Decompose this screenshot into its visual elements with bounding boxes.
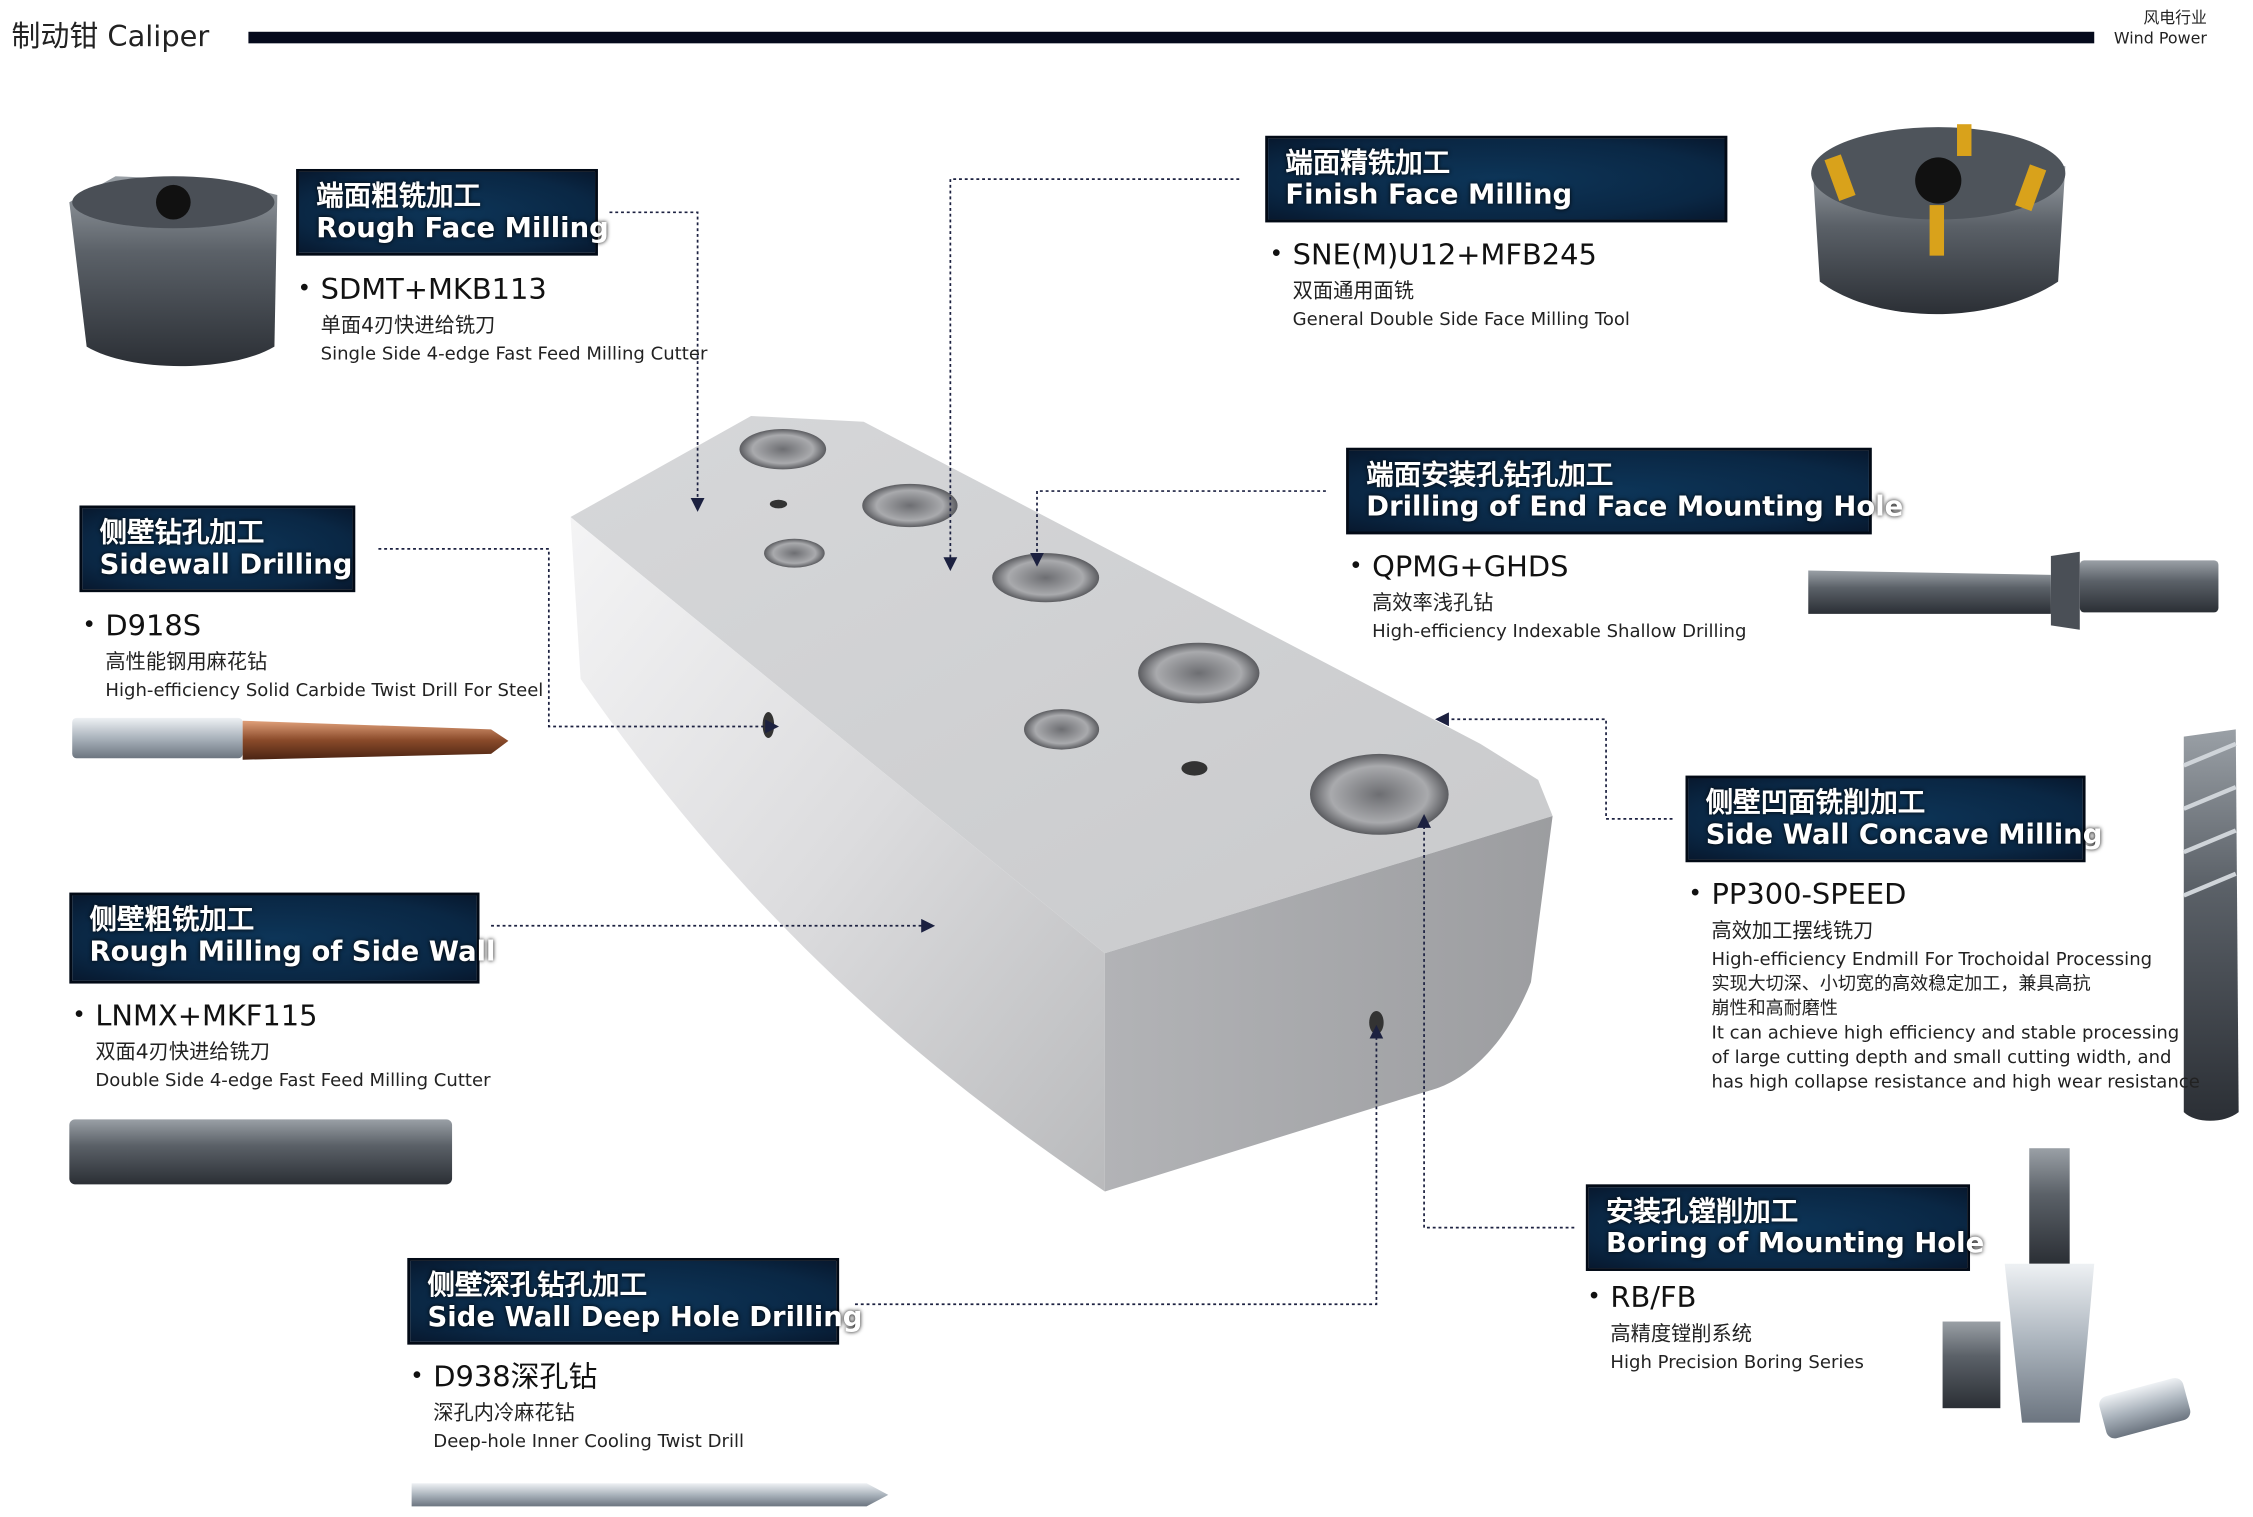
- tool-desc-cn: 高精度镗削系统: [1610, 1322, 1752, 1347]
- label-en: Rough Face Milling: [316, 212, 609, 245]
- shallow-drill-image: [1808, 551, 2219, 630]
- hole: [862, 483, 958, 528]
- hole: [762, 712, 775, 739]
- tool-extra-cn: 实现大切深、小切宽的高效稳定加工，兼具高抗: [1711, 972, 2091, 994]
- tool-code: QPMG+GHDS: [1349, 549, 1746, 584]
- label-cn: 端面精铣加工: [1285, 147, 1451, 180]
- face-mill-rough-image: [69, 176, 278, 367]
- label-en: Side Wall Deep Hole Drilling: [427, 1301, 863, 1334]
- industry-en: Wind Power: [2113, 28, 2207, 48]
- face-mill-finish-image: [1811, 124, 2066, 315]
- tool-code: RB/FB: [1587, 1280, 1864, 1315]
- tool-item: D938深孔钻 深孔内冷麻花钻 Deep-hole Inner Cooling …: [410, 1359, 744, 1453]
- label-cn: 安装孔镗削加工: [1606, 1195, 1799, 1228]
- tool-desc-en: High-efficiency Solid Carbide Twist Dril…: [105, 678, 544, 701]
- side-mill-image: [69, 1119, 453, 1185]
- tool-item: RB/FB 高精度镗削系统 High Precision Boring Seri…: [1587, 1280, 1864, 1374]
- hole: [1309, 753, 1449, 835]
- tool-code: PP300-SPEED: [1688, 877, 2199, 912]
- hole: [764, 538, 825, 568]
- hole: [992, 553, 1100, 603]
- tool-extra-en: of large cutting depth and small cutting…: [1711, 1045, 2172, 1068]
- label-end-face-drilling: 端面安装孔钻孔加工 Drilling of End Face Mounting …: [1346, 447, 1904, 535]
- tool-desc-cn: 高性能钢用麻花钻: [105, 651, 268, 675]
- label-cn: 侧壁凹面铣削加工: [1705, 787, 1926, 819]
- label-en: Rough Milling of Side Wall: [89, 935, 496, 968]
- label-cn: 侧壁深孔钻孔加工: [427, 1269, 648, 1302]
- label-en: Boring of Mounting Hole: [1606, 1227, 1985, 1260]
- hole: [1369, 1011, 1384, 1035]
- deep-hole-drill-image: [411, 1483, 889, 1507]
- tool-images: [69, 124, 2239, 1507]
- label-rough-face-milling: 端面粗铣加工 Rough Face Milling: [296, 168, 609, 256]
- hole: [769, 499, 788, 509]
- tool-desc-cn: 双面4刃快进给铣刀: [95, 1041, 270, 1065]
- endmill-image: [2182, 729, 2239, 1121]
- tool-desc-en: High Precision Boring Series: [1610, 1350, 1864, 1373]
- hole: [739, 428, 827, 470]
- label-cn: 端面安装孔钻孔加工: [1366, 459, 1614, 492]
- label-finish-face-milling: 端面精铣加工 Finish Face Milling: [1265, 135, 1728, 223]
- connector-lines: [378, 178, 1673, 1306]
- tool-item: SNE(M)U12+MFB245 双面通用面铣 General Double S…: [1270, 237, 1630, 331]
- tool-desc-en: General Double Side Face Milling Tool: [1292, 307, 1630, 330]
- label-cn: 端面粗铣加工: [316, 180, 481, 213]
- tool-code: D918S: [82, 608, 543, 643]
- hole: [1181, 761, 1208, 776]
- tool-code: SNE(M)U12+MFB245: [1270, 237, 1630, 272]
- tool-desc-en: High-efficiency Indexable Shallow Drilli…: [1372, 619, 1747, 642]
- tool-desc-cn: 高效率浅孔钻: [1372, 592, 1494, 616]
- tool-item: PP300-SPEED 高效加工摆线铣刀 High-efficiency End…: [1688, 877, 2200, 1094]
- tool-item: LNMX+MKF115 双面4刃快进给铣刀 Double Side 4-edge…: [72, 998, 491, 1092]
- label-en: Finish Face Milling: [1285, 179, 1573, 211]
- tool-item: D918S 高性能钢用麻花钻 High-efficiency Solid Car…: [82, 608, 544, 702]
- label-side-wall-rough-milling: 侧壁粗铣加工 Rough Milling of Side Wall: [69, 892, 496, 984]
- tool-extra-en: has high collapse resistance and high we…: [1711, 1070, 2200, 1092]
- tool-desc-en: High-efficiency Endmill For Trochoidal P…: [1711, 947, 2153, 970]
- label-concave-milling: 侧壁凹面铣削加工 Side Wall Concave Milling: [1685, 775, 2103, 863]
- tool-desc-cn: 双面通用面铣: [1292, 280, 1414, 304]
- tool-extra-cn: 崩性和高耐磨性: [1711, 996, 1838, 1019]
- label-deep-hole-drilling: 侧壁深孔钻孔加工 Side Wall Deep Hole Drilling: [407, 1257, 863, 1345]
- hole: [1024, 709, 1100, 750]
- label-cn: 侧壁粗铣加工: [89, 904, 255, 936]
- label-sidewall-drilling: 侧壁钻孔加工 Sidewall Drilling: [79, 505, 356, 593]
- label-en: Drilling of End Face Mounting Hole: [1366, 491, 1904, 523]
- tool-desc-en: Double Side 4-edge Fast Feed Milling Cut…: [95, 1068, 491, 1091]
- industry-cn: 风电行业: [2143, 8, 2207, 28]
- hole: [1138, 642, 1260, 704]
- tool-code: SDMT+MKB113: [298, 272, 708, 307]
- tool-item: QPMG+GHDS 高效率浅孔钻 High-efficiency Indexab…: [1349, 549, 1747, 643]
- tool-extra-en: It can achieve high efficiency and stabl…: [1711, 1021, 2180, 1043]
- tool-item: SDMT+MKB113 单面4刃快进给铣刀 Single Side 4-edge…: [298, 272, 708, 366]
- caliper-part: [570, 415, 1553, 1192]
- label-en: Side Wall Concave Milling: [1705, 818, 2103, 851]
- page-title: 制动钳 Caliper: [11, 18, 210, 54]
- tool-desc-cn: 高效加工摆线铣刀: [1711, 920, 1874, 944]
- header-bar: [248, 31, 2095, 44]
- tool-desc-en: Single Side 4-edge Fast Feed Milling Cut…: [320, 342, 708, 364]
- label-cn: 侧壁钻孔加工: [99, 517, 265, 549]
- label-en: Sidewall Drilling: [99, 548, 353, 581]
- industry-label: 风电行业 Wind Power: [2080, 9, 2207, 49]
- tool-code: D938深孔钻: [410, 1359, 744, 1394]
- twist-drill-carbide-image: [72, 717, 509, 760]
- tool-desc-cn: 深孔内冷麻花钻: [433, 1402, 575, 1426]
- label-boring: 安装孔镗削加工 Boring of Mounting Hole: [1585, 1184, 1985, 1271]
- tool-desc-en: Deep-hole Inner Cooling Twist Drill: [433, 1429, 744, 1452]
- boring-system-image: [1942, 1148, 2191, 1439]
- tool-desc-cn: 单面4刃快进给铣刀: [320, 314, 496, 338]
- tool-code: LNMX+MKF115: [72, 998, 490, 1033]
